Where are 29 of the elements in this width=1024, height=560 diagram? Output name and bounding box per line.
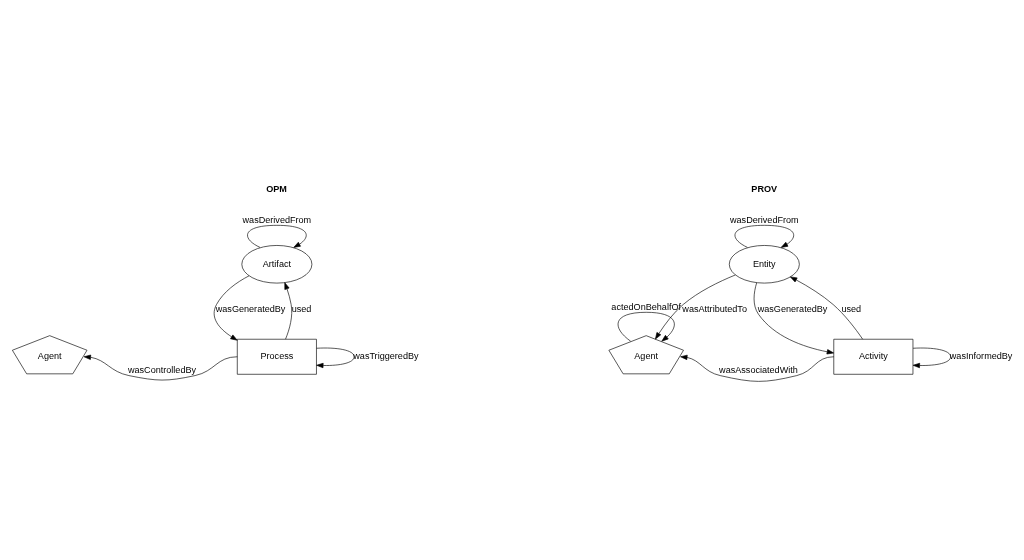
arrow	[753, 282, 834, 355]
arrow	[790, 276, 863, 340]
node-box: Activity	[833, 338, 914, 375]
node-ellipse: Artifact	[241, 245, 313, 284]
edge-label: wasDerivedFrom	[242, 214, 312, 225]
arrow	[680, 354, 835, 382]
arrow	[213, 275, 250, 341]
node-box: Process	[236, 338, 317, 375]
edge-label: actedOnBehalfOf	[611, 301, 682, 312]
arrow	[734, 225, 795, 248]
arrow	[284, 282, 293, 340]
edge-label: wasTriggeredBy	[353, 351, 419, 362]
edge-label: wasAttributedTo	[682, 303, 747, 314]
edge-label: wasInformedBy	[949, 351, 1013, 362]
arrow	[912, 347, 951, 369]
edge-label: wasGeneratedBy	[215, 303, 286, 314]
edge-label: wasAssociatedWith	[719, 365, 798, 376]
arrow	[247, 225, 307, 248]
edge-label: wasDerivedFrom	[730, 214, 799, 225]
arrow	[83, 354, 238, 381]
label: PROV	[751, 184, 778, 195]
edge-label: used	[841, 303, 862, 314]
edge-label: used	[291, 303, 312, 314]
edge-label: wasControlledBy	[127, 365, 197, 376]
arrow	[655, 274, 736, 340]
arrow	[316, 347, 355, 369]
label: OPM	[266, 184, 287, 195]
arrow	[617, 311, 675, 342]
edge-label: wasGeneratedBy	[757, 303, 828, 314]
